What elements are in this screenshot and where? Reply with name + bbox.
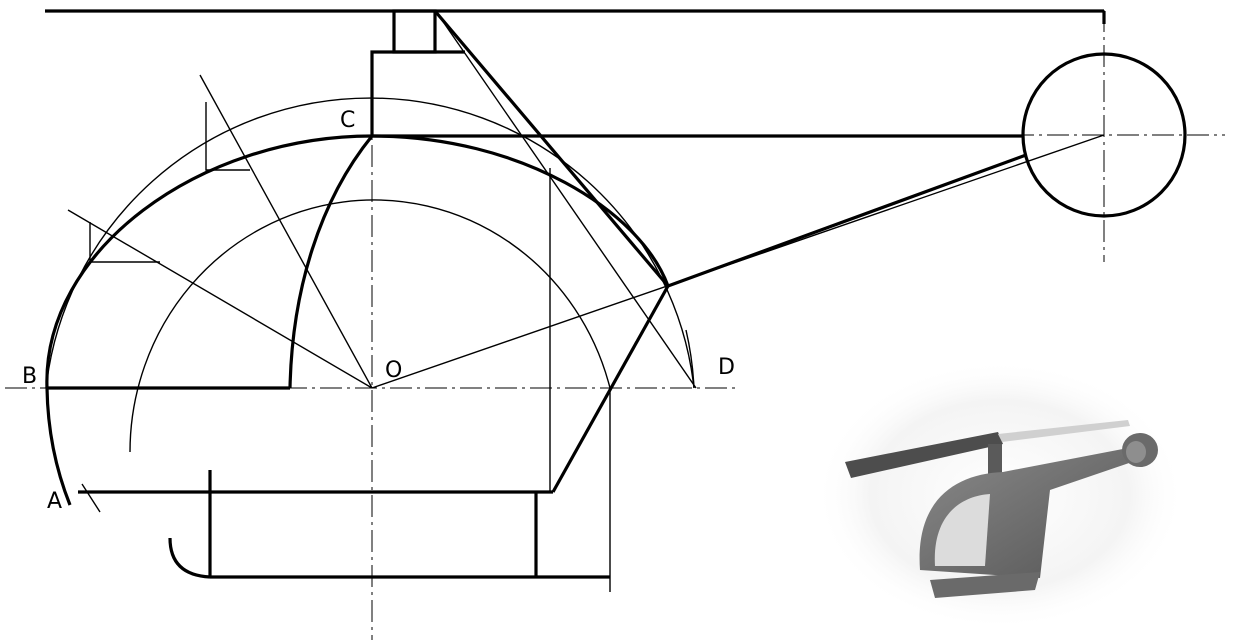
model-rotor-blade-light xyxy=(998,420,1130,442)
construction-step-lower xyxy=(89,222,160,263)
rotor-mast xyxy=(392,9,437,54)
label-a: A xyxy=(47,489,62,514)
label-o: O xyxy=(385,358,402,383)
construction-step-upper xyxy=(205,102,250,171)
label-b: B xyxy=(22,364,37,389)
model-skid xyxy=(930,572,1040,598)
tail-rotor-circle xyxy=(1021,52,1187,218)
canopy-window-arc xyxy=(288,134,374,389)
outer-construction-arc xyxy=(45,97,695,389)
helicopter-3d-model-image xyxy=(815,360,1185,630)
point-labels: C B O D A xyxy=(22,108,735,514)
tail-boom-bottom xyxy=(667,153,1027,288)
helicopter-outline xyxy=(45,9,1187,579)
label-d: D xyxy=(718,355,735,380)
hub-diagonal-edge xyxy=(433,9,670,288)
skid-front-curl xyxy=(168,537,211,579)
diagonal-construction-line xyxy=(434,9,697,389)
model-window xyxy=(934,494,990,566)
cabin-front-arc xyxy=(45,387,72,506)
rotor-hub-housing xyxy=(370,50,465,136)
cabin-rear-edge xyxy=(551,285,670,493)
outer-arc-right-end xyxy=(685,329,695,389)
radius-line-left xyxy=(67,209,373,389)
label-c: C xyxy=(340,108,355,133)
inner-construction-arc xyxy=(129,199,611,453)
radius-line-upper-left xyxy=(199,74,373,389)
model-rotor-blade xyxy=(845,432,1003,478)
model-tail-rotor-hub xyxy=(1126,441,1146,463)
arc-extension-at-a xyxy=(81,483,101,513)
cabin-canopy-arc xyxy=(45,134,670,389)
